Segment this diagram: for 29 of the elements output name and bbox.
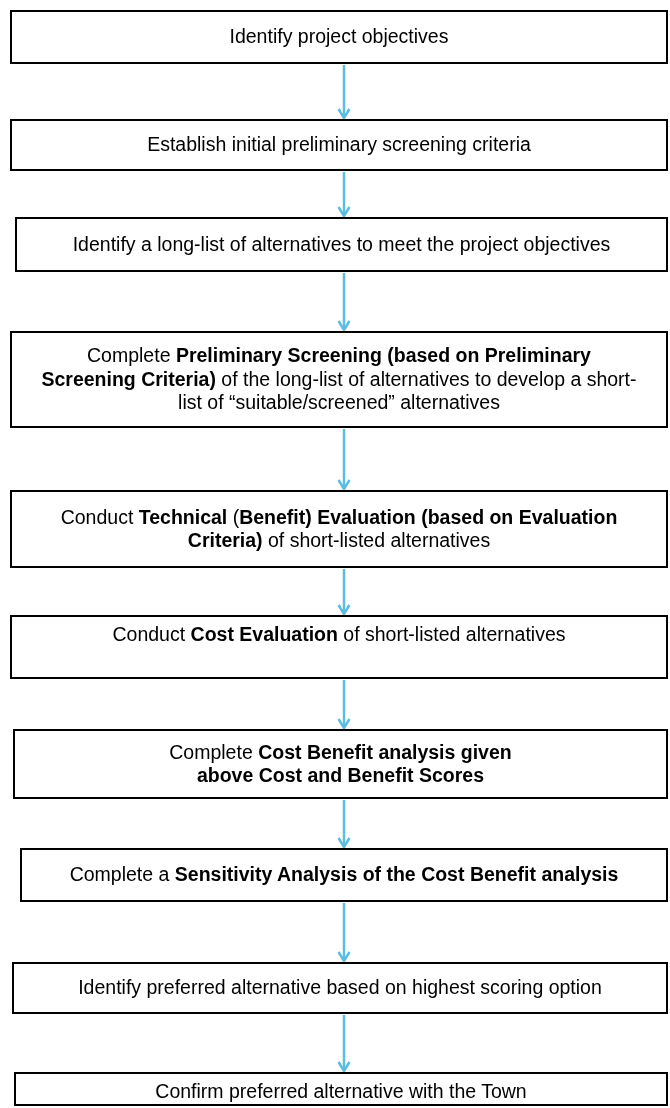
arrow — [337, 429, 351, 491]
step-text: Identify project objectives — [229, 25, 449, 49]
step-text: Confirm preferred alternative with the Town — [155, 1080, 527, 1104]
step-text: Complete Cost Benefit analysis given above Cost and Benefit Scores — [168, 740, 513, 788]
arrow — [337, 903, 351, 963]
arrow — [337, 273, 351, 332]
process-box — [13, 729, 668, 799]
arrow — [337, 680, 351, 730]
arrow — [337, 1015, 351, 1073]
process-box — [14, 1072, 668, 1106]
arrow — [337, 172, 351, 218]
process-box — [10, 331, 668, 428]
arrow — [337, 65, 351, 120]
step-text: Identify preferred alternative based on highest scoring option — [78, 976, 602, 1000]
process-box — [10, 119, 668, 171]
step-text: Conduct Cost Evaluation of short-listed alternatives — [112, 623, 566, 647]
arrow — [337, 800, 351, 849]
step-text: Identify a long-list of alternatives to meet the project objectives — [72, 232, 611, 257]
step-text: Conduct Technical (Benefit) Evaluation (based on Evaluation Criteria) of short-listed alternatives — [59, 505, 619, 553]
process-box — [15, 217, 668, 272]
arrow — [337, 569, 351, 616]
step-text: Establish initial preliminary screening criteria — [147, 133, 531, 157]
step-text: Complete Preliminary Screening (based on Preliminary Screening Criteria) of the long-list of alternatives to develop a short-list of “suitable/screened” alternatives — [40, 344, 638, 415]
process-box — [10, 490, 668, 568]
process-box — [12, 962, 668, 1014]
process-box — [10, 615, 668, 679]
process-box — [10, 10, 668, 64]
step-text: Complete a Sensitivity Analysis of the Cost Benefit analysis — [69, 863, 619, 887]
process-box — [20, 848, 668, 902]
